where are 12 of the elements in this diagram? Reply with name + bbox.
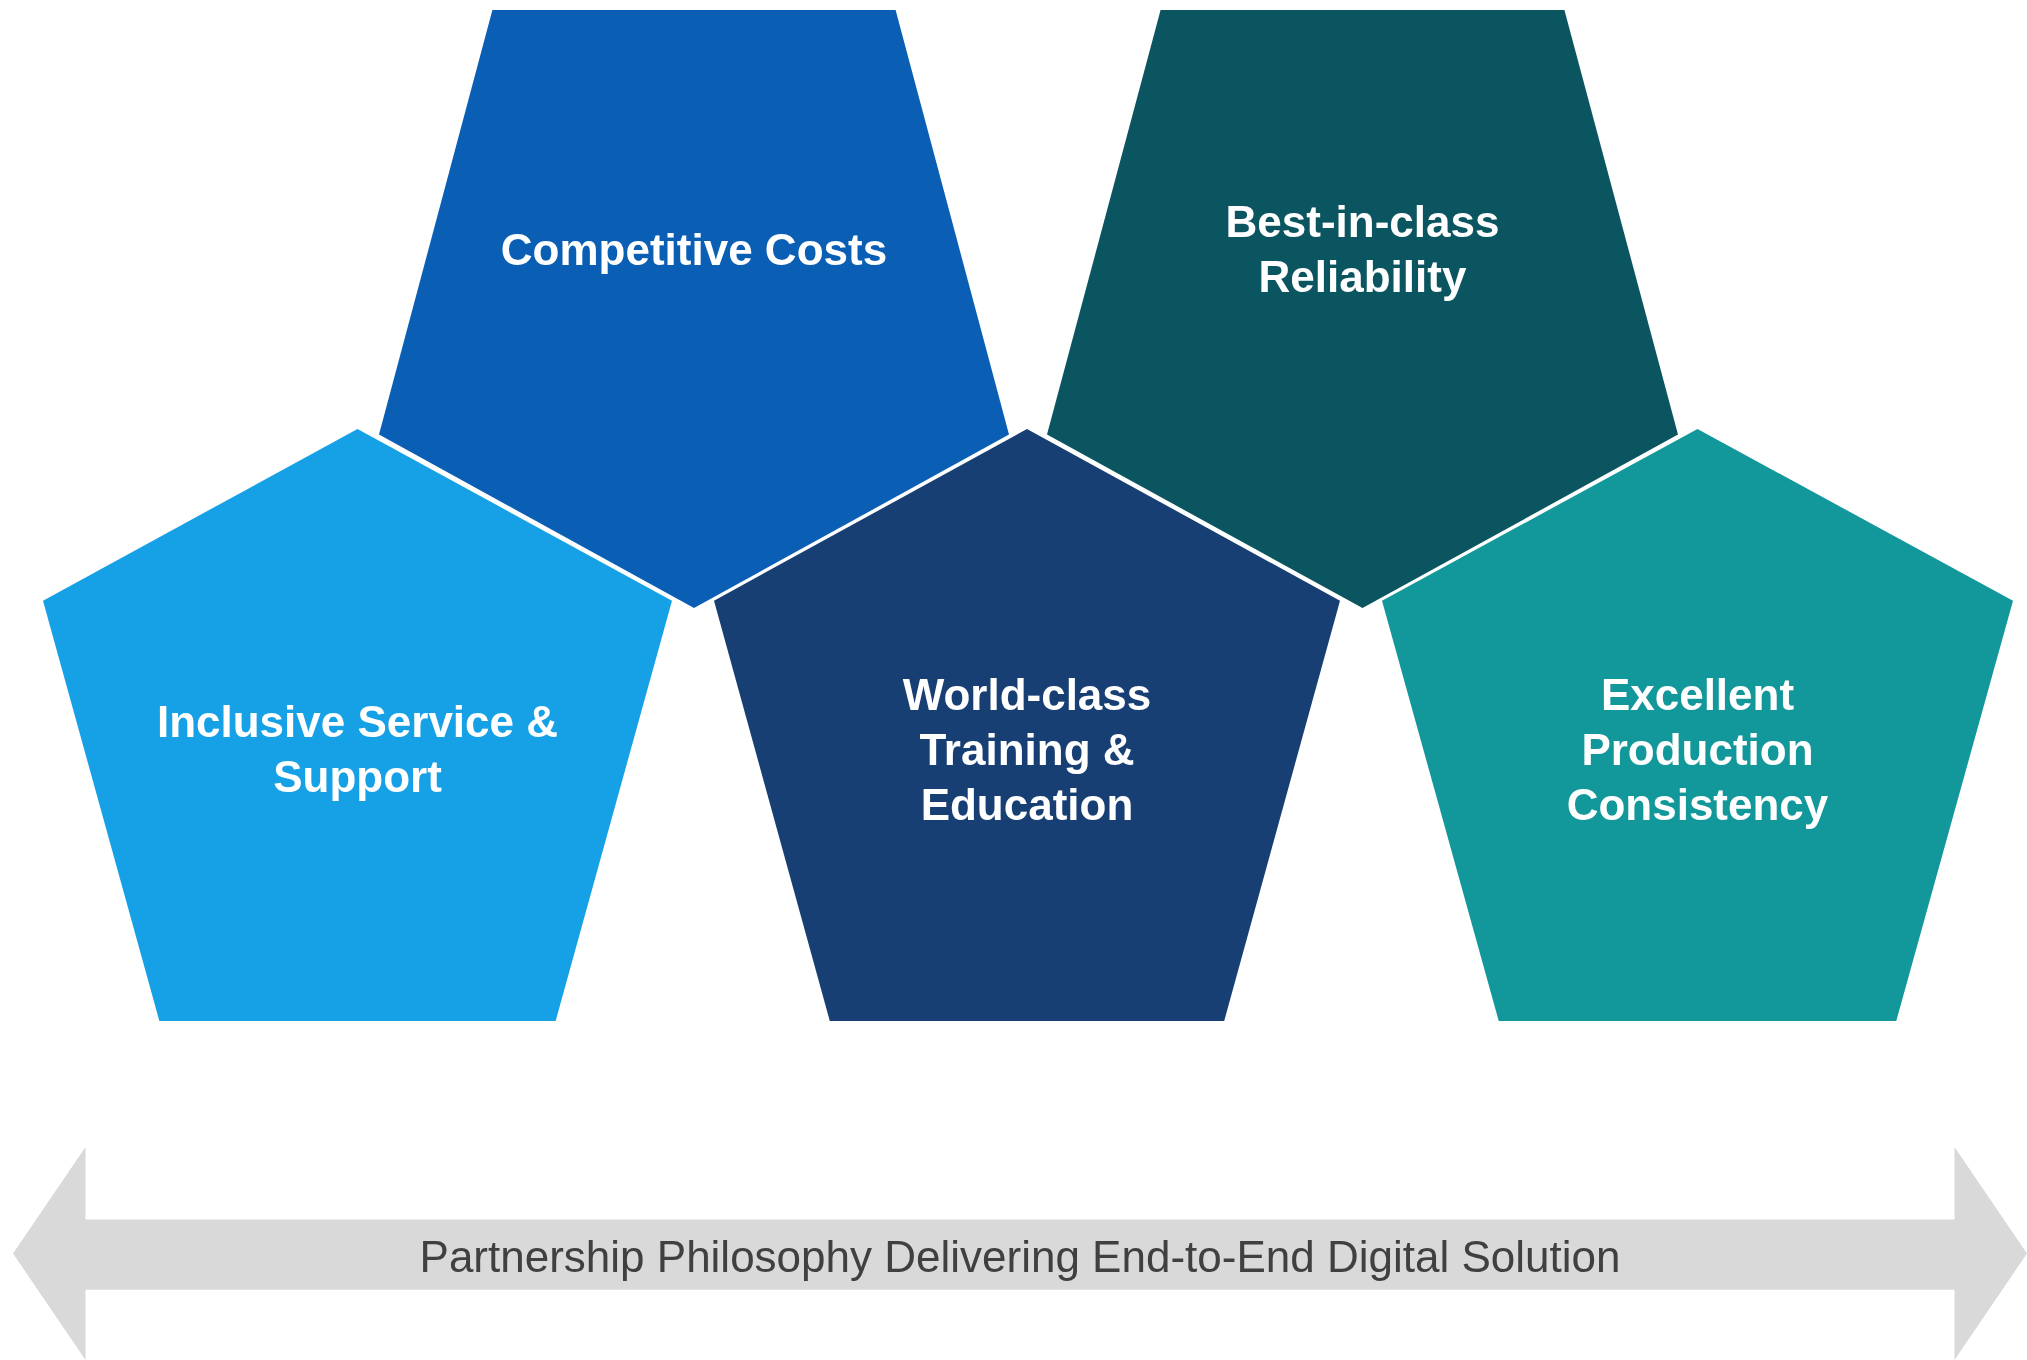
pentagon-label: Excellent Production Consistency	[1565, 668, 1830, 831]
pentagon-label: Competitive Costs	[499, 223, 889, 276]
pentagon	[379, 10, 1009, 608]
pentagon-label: World-class Training & Education	[901, 668, 1153, 831]
double-arrow-banner	[13, 1147, 2027, 1360]
pentagon	[1382, 429, 2013, 1021]
pentagon	[1047, 10, 1678, 608]
pentagon	[714, 429, 1340, 1021]
pentagon-label: Best-in-class Reliability	[1224, 196, 1501, 304]
banner-text: Partnership Philosophy Delivering End-to-End Digital Solution	[418, 1230, 1622, 1283]
pentagon-label: Inclusive Service & Support	[155, 695, 560, 803]
pentagon	[43, 429, 672, 1021]
